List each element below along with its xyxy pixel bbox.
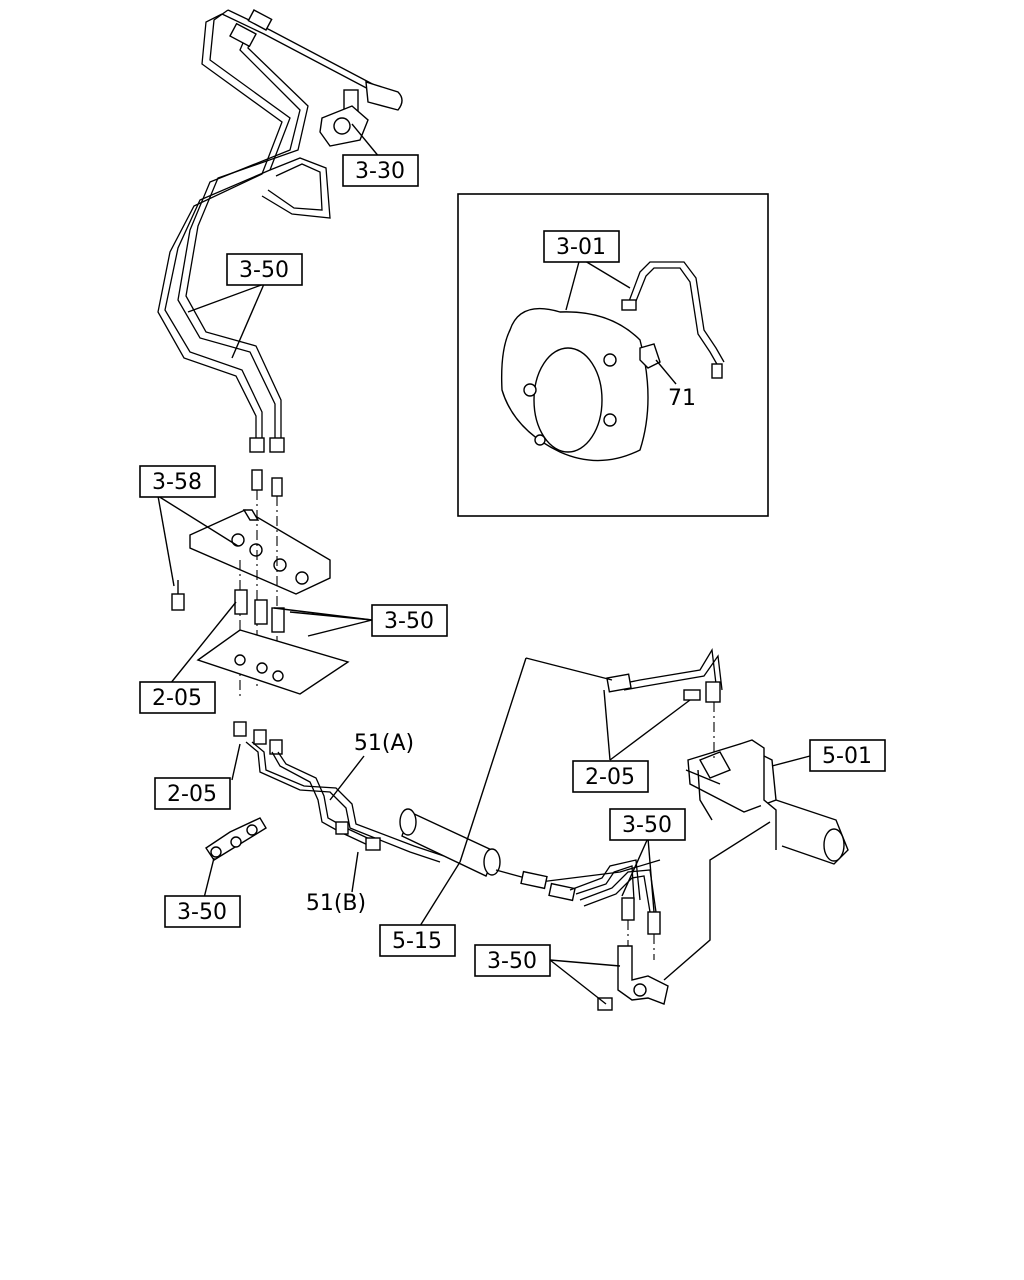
label-2-05-b: 2-05 (167, 782, 217, 807)
label-51a: 51(A) (354, 731, 414, 756)
label-3-50-bottom: 3-50 (487, 949, 537, 974)
inset-frame (457, 193, 769, 517)
pipe-fittings-upper (239, 437, 285, 700)
rear-pipes-tee (569, 859, 669, 1011)
label-3-50-right: 3-50 (622, 813, 672, 838)
label-5-01: 5-01 (822, 744, 872, 769)
backing-plate-inset (457, 193, 769, 517)
label-5-15: 5-15 (392, 929, 442, 954)
part-labels: 3-30 3-01 71 3-50 3-58 3-50 2-05 51(A) 2… (139, 154, 886, 977)
label-3-50-mid: 3-50 (384, 609, 434, 634)
label-71: 71 (668, 386, 696, 411)
label-3-58: 3-58 (152, 470, 202, 495)
label-3-01: 3-01 (556, 235, 606, 260)
label-51b: 51(B) (306, 891, 366, 916)
leader-lines (157, 123, 811, 1005)
lower-brake-pipes (233, 721, 445, 863)
proportioning-valve (319, 81, 403, 147)
junction-block-bracket (171, 509, 331, 611)
spacers (234, 589, 285, 633)
pipe-clips (205, 817, 267, 861)
label-2-05-a: 2-05 (152, 686, 202, 711)
rear-axle-bracket (606, 648, 849, 865)
upper-brake-pipes (157, 9, 381, 440)
label-2-05-c: 2-05 (585, 765, 635, 790)
label-3-50-top: 3-50 (239, 258, 289, 283)
axle-tube (399, 808, 661, 902)
label-3-50-left: 3-50 (177, 900, 227, 925)
lower-bracket (196, 629, 350, 695)
label-3-30: 3-30 (355, 159, 405, 184)
